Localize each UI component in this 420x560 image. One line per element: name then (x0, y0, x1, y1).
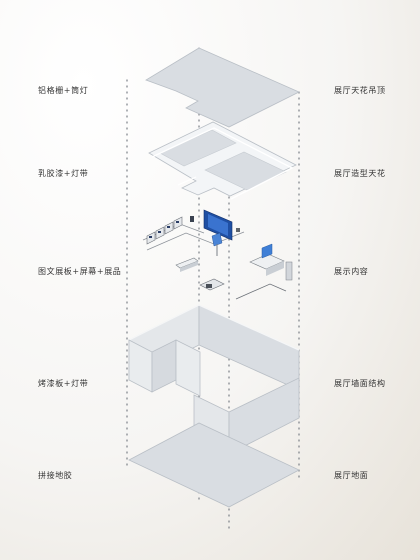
showcase-pillar (285, 261, 293, 281)
layer-wall-structure (128, 304, 300, 455)
layer-ceiling-grid (145, 47, 300, 128)
label-left-latex-paint: 乳胶漆+灯带 (38, 169, 89, 178)
kiosk (211, 232, 223, 247)
label-right-exhibits: 展示内容 (334, 267, 369, 276)
label-right-wall-structure: 展厅墙面结构 (334, 379, 386, 388)
wall-device (236, 228, 240, 232)
label-left-lacquer-panel: 烤漆板+灯带 (38, 379, 89, 388)
label-left-ceiling-grid: 铝格栅+筒灯 (38, 86, 89, 95)
label-right-floor: 展厅地面 (334, 471, 369, 480)
layer-floor (128, 422, 300, 508)
label-right-ceiling: 展厅天花吊顶 (334, 86, 386, 95)
label-left-display-boards: 图文展板+屏幕+展品 (38, 267, 122, 276)
side-screen (261, 243, 273, 259)
label-left-floor-vinyl: 拼接地胶 (38, 471, 73, 480)
layer-shaped-ceiling (148, 121, 297, 200)
panel-details (149, 221, 179, 238)
layer-exhibits (142, 209, 293, 300)
label-right-shaped-ceiling: 展厅造型天花 (334, 169, 386, 178)
